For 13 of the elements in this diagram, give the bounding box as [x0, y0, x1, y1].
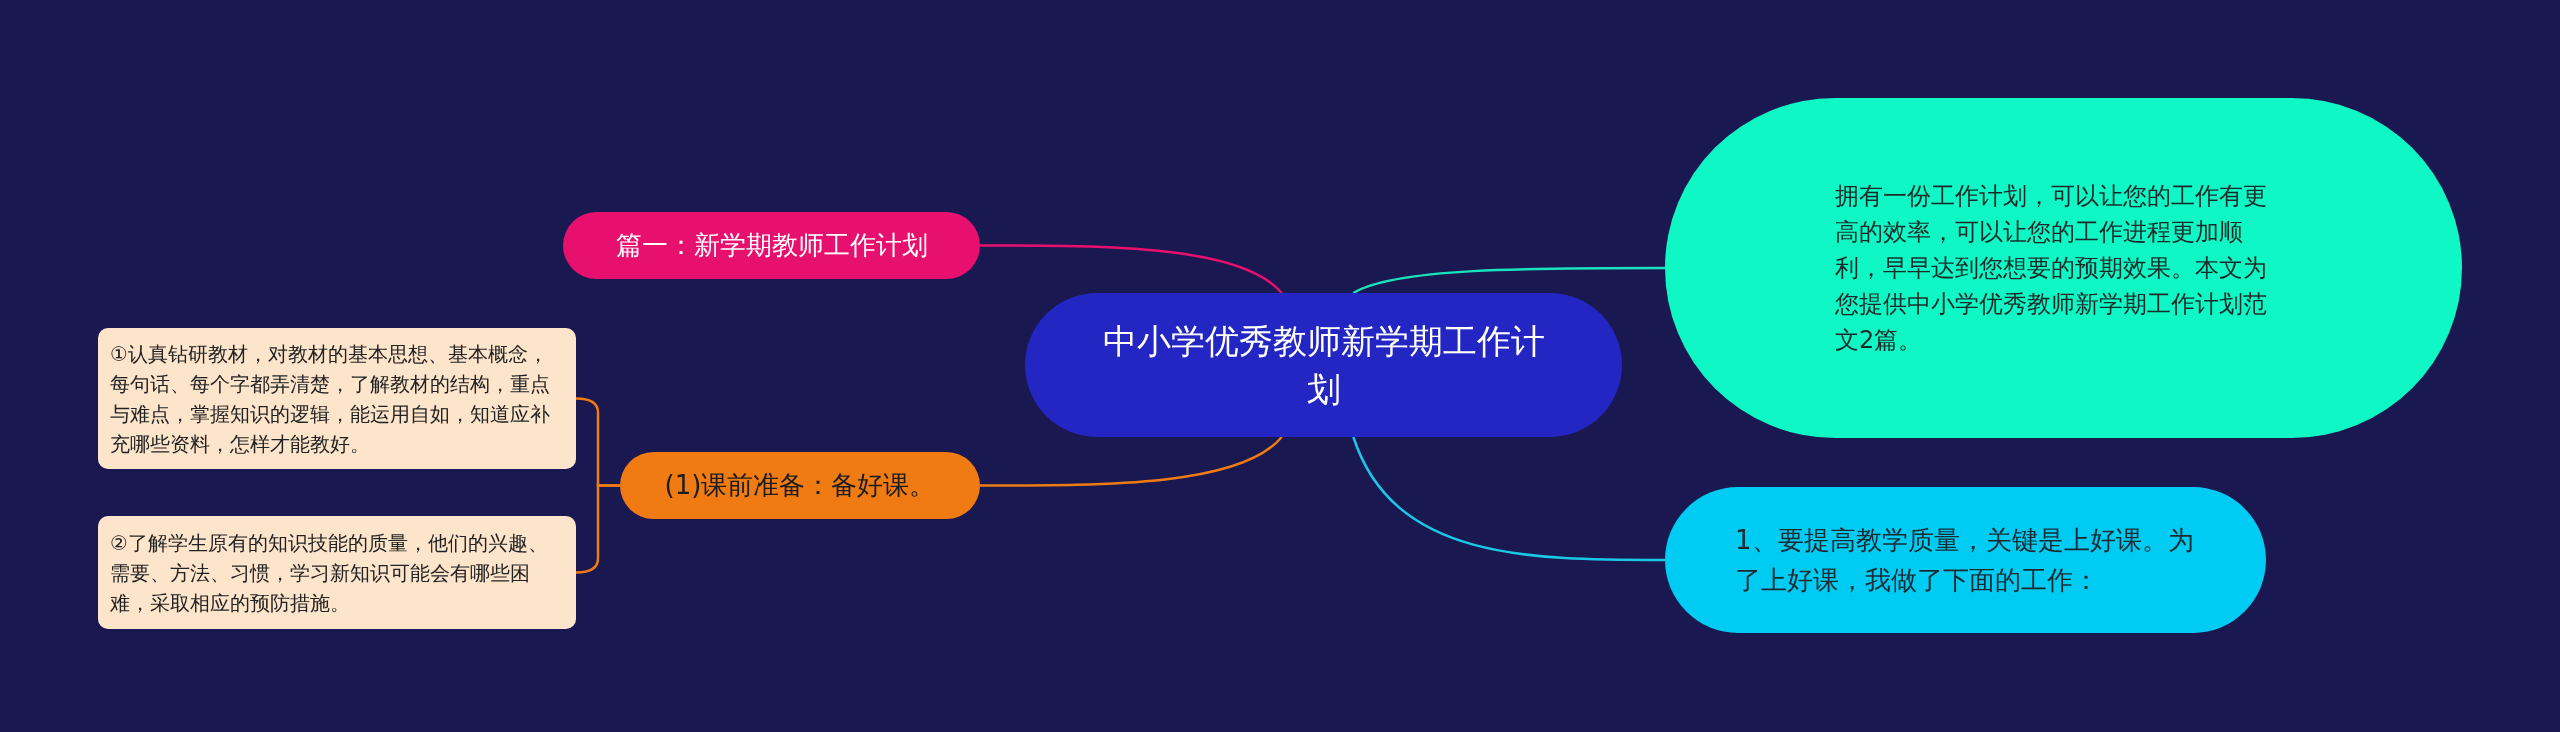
node-text: ①认真钻研教材，对教材的基本思想、基本概念，每句话、每个字都弄清楚，了解教材的结构，重点与难点，掌握知识的逻辑，能运用自如，知道应补充哪些资料，怎样才能教好。: [110, 340, 551, 458]
node-text: 中小学优秀教师新学期工作计划: [1101, 320, 1546, 411]
node-text: 拥有一份工作计划，可以让您的工作有更高的效率，可以让您的工作进程更加顺利，早早达到您想要的预期效果。本文为您提供中小学优秀教师新学期工作计划范文2篇。: [1835, 181, 2268, 356]
connector-line: [1352, 436, 1665, 562]
connector-line: [1352, 266, 1665, 295]
note-box: [98, 328, 576, 469]
connector-line: [980, 436, 1283, 487]
node-text: (1)课前准备：备好课。: [664, 469, 936, 502]
node-text: 篇一：新学期教师工作计划: [615, 229, 928, 262]
connector-line: [980, 244, 1283, 294]
node-text: 1、要提高教学质量，关键是上好课。为了上好课，我做了下面的工作：: [1735, 524, 2195, 597]
note-box: [98, 516, 576, 629]
node-text: ②了解学生原有的知识技能的质量，他们的兴趣、需要、方法、习惯，学习新知识可能会有哪些困难，采取相应的预防措施。: [110, 529, 549, 617]
